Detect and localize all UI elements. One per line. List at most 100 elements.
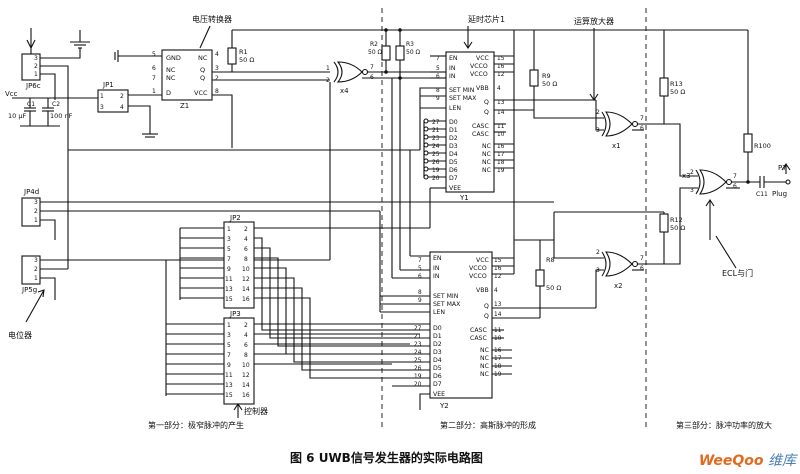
svg-text:5: 5 xyxy=(227,246,231,253)
r2-name: R2 xyxy=(370,41,378,48)
svg-text:19: 19 xyxy=(414,374,422,380)
svg-text:VEE: VEE xyxy=(449,185,461,192)
part3-caption: 第三部分：脉冲功率的放大 xyxy=(676,420,772,430)
svg-text:1: 1 xyxy=(152,88,156,95)
svg-text:1: 1 xyxy=(326,65,330,72)
svg-text:27: 27 xyxy=(414,326,422,332)
xor-gate-x3: x3 23 76 xyxy=(682,169,737,195)
svg-text:4: 4 xyxy=(494,288,498,294)
svg-text:20: 20 xyxy=(432,176,440,182)
watermark: WeeQoo 维库 xyxy=(699,450,796,470)
svg-text:D1: D1 xyxy=(449,127,458,134)
svg-text:D7: D7 xyxy=(449,175,458,182)
svg-text:D: D xyxy=(166,89,171,97)
part1-caption: 第一部分：极窄脉冲的产生 xyxy=(148,420,244,430)
c2-value: 100 nF xyxy=(50,112,73,120)
svg-text:D0: D0 xyxy=(449,119,458,126)
svg-text:3: 3 xyxy=(100,104,104,111)
svg-text:VCCO: VCCO xyxy=(469,273,487,280)
svg-text:Q: Q xyxy=(484,99,489,106)
resistor-r13: R13 50 Ω xyxy=(659,30,685,124)
svg-text:6: 6 xyxy=(640,265,644,272)
svg-text:12: 12 xyxy=(497,72,505,78)
svg-text:VCC: VCC xyxy=(476,257,489,264)
connector-jp6c: JP6c 321 xyxy=(21,28,41,90)
svg-text:6: 6 xyxy=(733,183,737,190)
svg-text:17: 17 xyxy=(494,356,502,362)
svg-text:9: 9 xyxy=(436,96,440,102)
svg-text:VCCO: VCCO xyxy=(470,63,488,70)
svg-text:12: 12 xyxy=(242,276,250,283)
svg-text:IN: IN xyxy=(449,65,456,72)
svg-text:15: 15 xyxy=(494,258,502,264)
svg-text:5: 5 xyxy=(418,266,422,272)
resistor-r9: R9 50 Ω xyxy=(529,30,557,110)
jp5g-label: JP5g xyxy=(21,286,37,294)
r8-value: 50 Ω xyxy=(546,284,561,292)
svg-text:27: 27 xyxy=(432,120,440,126)
svg-text:7: 7 xyxy=(640,255,644,262)
svg-text:8: 8 xyxy=(244,256,248,263)
ground-symbol xyxy=(70,30,90,49)
svg-text:NC: NC xyxy=(480,347,489,354)
resistor-r3: R3 50 Ω xyxy=(395,30,421,78)
svg-text:19: 19 xyxy=(497,168,505,174)
svg-text:25: 25 xyxy=(414,358,422,364)
svg-text:3: 3 xyxy=(215,65,219,72)
svg-text:13: 13 xyxy=(497,100,505,106)
svg-text:4: 4 xyxy=(497,86,501,92)
svg-text:14: 14 xyxy=(494,312,502,318)
svg-text:7: 7 xyxy=(370,64,374,71)
svg-text:3: 3 xyxy=(34,199,38,206)
svg-text:26: 26 xyxy=(432,160,440,166)
svg-text:6: 6 xyxy=(244,342,248,349)
svg-text:6: 6 xyxy=(436,74,440,80)
svg-text:GND: GND xyxy=(166,54,181,62)
svg-text:8: 8 xyxy=(418,290,422,296)
delay-chip-1-label: 延时芯片1 xyxy=(468,14,505,24)
svg-text:D3: D3 xyxy=(433,349,442,356)
svg-text:7: 7 xyxy=(227,256,231,263)
svg-text:2: 2 xyxy=(326,77,330,84)
svg-text:VEE: VEE xyxy=(433,391,445,398)
svg-text:NC: NC xyxy=(482,151,491,158)
resistor-r1: R1 50 Ω xyxy=(227,30,254,72)
svg-text:D7: D7 xyxy=(433,381,442,388)
svg-text:LEN: LEN xyxy=(449,105,461,112)
capacitor-c1: 10 μF C1 xyxy=(8,98,36,126)
svg-text:10: 10 xyxy=(242,266,250,273)
svg-text:6: 6 xyxy=(244,246,248,253)
svg-text:NC: NC xyxy=(482,167,491,174)
r8-name: R8 xyxy=(546,256,555,264)
svg-text:10: 10 xyxy=(497,132,505,138)
svg-text:1: 1 xyxy=(227,226,231,233)
svg-text:3: 3 xyxy=(34,257,38,264)
svg-text:12: 12 xyxy=(242,372,250,379)
jp6c-label: JP6c xyxy=(25,82,41,90)
svg-text:NC: NC xyxy=(198,54,208,62)
svg-text:8: 8 xyxy=(436,88,440,94)
svg-text:EN: EN xyxy=(449,55,458,62)
resistor-r8: R8 50 Ω xyxy=(535,240,561,318)
svg-text:D4: D4 xyxy=(433,357,442,364)
svg-text:1: 1 xyxy=(34,71,38,78)
svg-text:Q: Q xyxy=(484,303,489,310)
jp4d-label: JP4d xyxy=(23,188,39,196)
r3-value: 50 Ω xyxy=(406,49,421,56)
svg-text:Q: Q xyxy=(484,313,489,320)
y1-label: Y1 xyxy=(459,194,469,202)
svg-text:SET MIN: SET MIN xyxy=(449,87,475,94)
jp1-label: JP1 xyxy=(102,81,114,89)
svg-text:7: 7 xyxy=(436,56,440,62)
jp2-label: JP2 xyxy=(229,214,241,222)
r2-value: 50 Ω xyxy=(368,49,383,56)
z1-label: Z1 xyxy=(180,102,189,110)
svg-text:2: 2 xyxy=(690,169,694,176)
svg-text:5: 5 xyxy=(227,342,231,349)
resistor-r12: R12 50 Ω xyxy=(659,212,685,264)
svg-text:6: 6 xyxy=(152,65,156,72)
svg-text:Q: Q xyxy=(484,109,489,116)
svg-text:4: 4 xyxy=(215,51,219,58)
svg-text:IN: IN xyxy=(433,265,440,272)
